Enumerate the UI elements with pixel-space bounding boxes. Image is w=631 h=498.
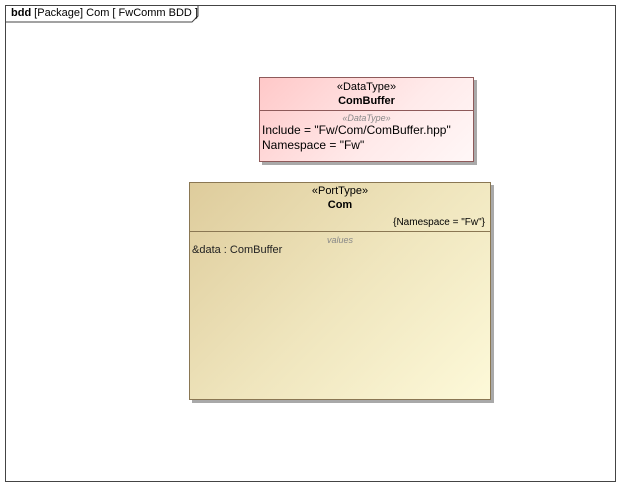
diagram-kind: bdd xyxy=(11,7,32,19)
block-constraint: {Namespace = "Fw"} xyxy=(393,217,485,228)
compartment-divider xyxy=(190,231,490,232)
compartment-title: «DataType» xyxy=(342,113,391,123)
frame-header-tab: bdd[Package] Com [ FwComm BDD ] xyxy=(5,5,199,23)
block-stereotype: «DataType» xyxy=(336,81,397,93)
tagged-value-include: Include = "Fw/Com/ComBuffer.hpp" xyxy=(262,123,451,137)
frame-header-text: bdd[Package] Com [ FwComm BDD ] xyxy=(11,7,198,19)
block-name: ComBuffer xyxy=(338,95,395,107)
block-name: Com xyxy=(327,199,353,211)
value-property-data[interactable]: &data : ComBuffer xyxy=(192,244,283,256)
tagged-value-namespace: Namespace = "Fw" xyxy=(262,138,365,152)
porttype-block-com[interactable]: «PortType» Com {Namespace = "Fw"} values… xyxy=(189,182,491,400)
diagram-label: [Package] Com [ FwComm BDD ] xyxy=(34,7,198,19)
frame-tab-outline xyxy=(5,5,199,23)
block-stereotype: «PortType» xyxy=(311,185,369,197)
datatype-block-combuffer[interactable]: «DataType» ComBuffer «DataType» Include … xyxy=(259,77,474,162)
compartment-divider xyxy=(260,110,473,111)
compartment-title: values xyxy=(326,235,353,245)
